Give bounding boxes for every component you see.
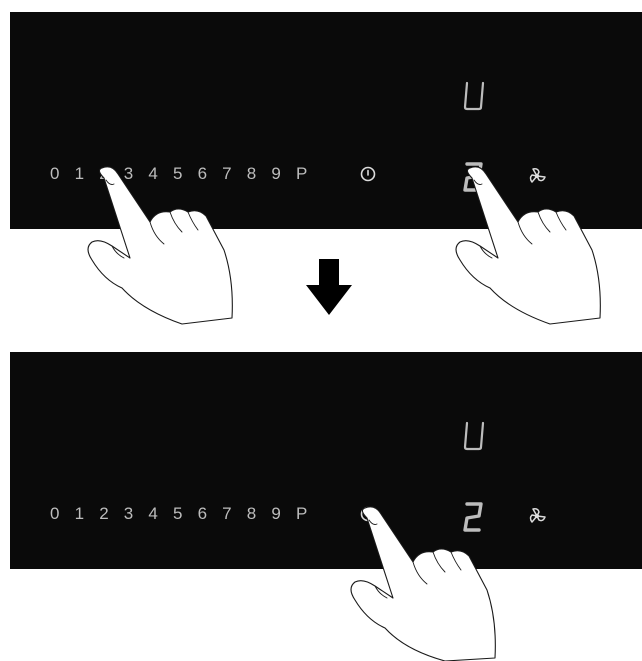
power-level-slider[interactable]: 0 1 2 3 4 5 6 7 8 9 P — [50, 504, 321, 524]
arrow-down-icon — [306, 259, 352, 315]
power-icon[interactable] — [359, 165, 377, 183]
level-p[interactable]: P — [296, 164, 321, 184]
level-1[interactable]: 1 — [75, 504, 100, 524]
fan-icon[interactable] — [527, 166, 547, 186]
fan-icon[interactable] — [527, 506, 547, 526]
power-icon[interactable] — [359, 505, 377, 523]
level-7[interactable]: 7 — [222, 164, 247, 184]
level-3[interactable]: 3 — [124, 164, 149, 184]
level-4[interactable]: 4 — [148, 164, 173, 184]
indicator-u — [462, 80, 486, 112]
level-1[interactable]: 1 — [75, 164, 100, 184]
level-0[interactable]: 0 — [50, 504, 75, 524]
level-8[interactable]: 8 — [247, 504, 272, 524]
power-level-slider[interactable]: 0 1 2 3 4 5 6 7 8 9 P — [50, 164, 321, 184]
level-5[interactable]: 5 — [173, 164, 198, 184]
level-6[interactable]: 6 — [198, 504, 223, 524]
level-8[interactable]: 8 — [247, 164, 272, 184]
level-0[interactable]: 0 — [50, 164, 75, 184]
level-9[interactable]: 9 — [271, 164, 296, 184]
level-7[interactable]: 7 — [222, 504, 247, 524]
level-p[interactable]: P — [296, 504, 321, 524]
control-panel-before: 0 1 2 3 4 5 6 7 8 9 P — [10, 12, 642, 229]
indicator-u — [462, 420, 486, 452]
level-6[interactable]: 6 — [198, 164, 223, 184]
control-panel-after: 0 1 2 3 4 5 6 7 8 9 P — [10, 352, 642, 569]
indicator-level-2 — [462, 500, 486, 534]
level-4[interactable]: 4 — [148, 504, 173, 524]
level-2[interactable]: 2 — [99, 164, 124, 184]
indicator-level-2 — [462, 160, 486, 194]
level-2[interactable]: 2 — [99, 504, 124, 524]
level-5[interactable]: 5 — [173, 504, 198, 524]
level-3[interactable]: 3 — [124, 504, 149, 524]
level-9[interactable]: 9 — [271, 504, 296, 524]
